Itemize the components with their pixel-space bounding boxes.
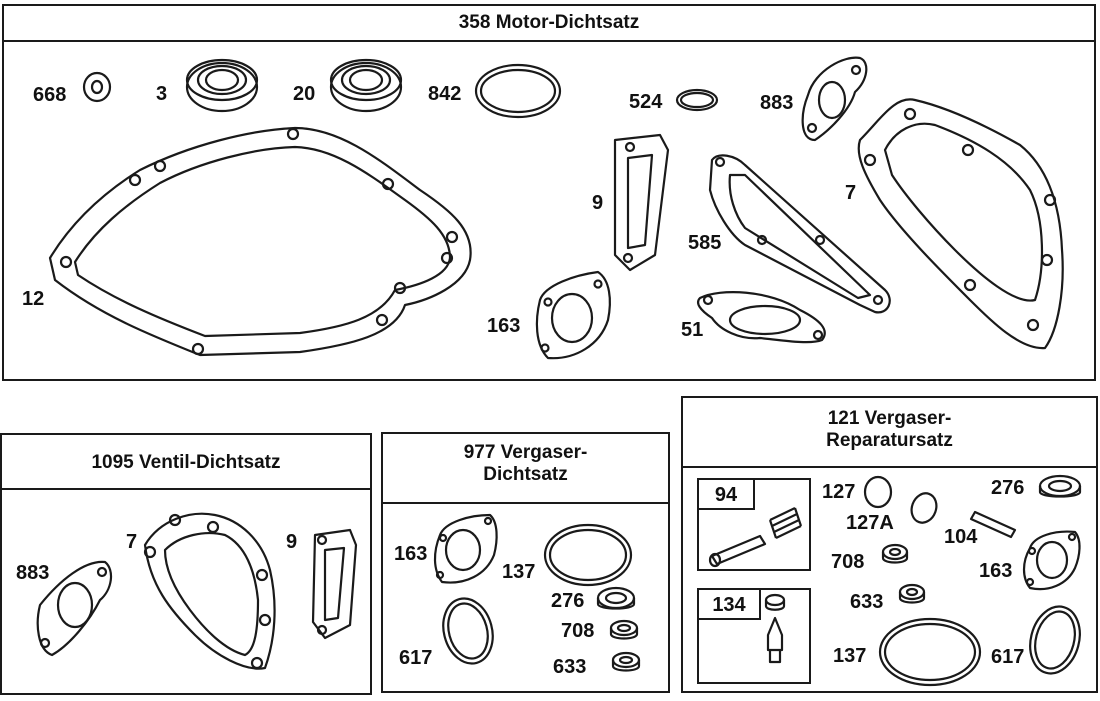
- subkit-134: 134: [697, 588, 811, 684]
- panel-title-line2: Dichtsatz: [483, 464, 568, 485]
- panel-motor-dichtsatz: 358 Motor-Dichtsatz: [2, 4, 1096, 381]
- part-label: 633: [850, 591, 884, 613]
- panel-title: 358 Motor-Dichtsatz: [4, 6, 1094, 42]
- part-label: 137: [502, 561, 536, 583]
- panel-title-line2: Reparatursatz: [826, 430, 953, 451]
- part-label: 7: [126, 531, 138, 553]
- panel-title: 977 Vergaser- Dichtsatz: [383, 434, 668, 504]
- part-label: 668: [33, 84, 67, 106]
- part-label: 9: [592, 192, 604, 214]
- part-label: 585: [688, 232, 722, 254]
- part-label: 9: [286, 531, 298, 553]
- part-label: 883: [16, 562, 50, 584]
- subkit-94: 94: [697, 478, 811, 571]
- panel-title-line1: 977 Vergaser-: [463, 442, 588, 463]
- part-label: 127A: [846, 512, 894, 534]
- part-label: 276: [551, 590, 585, 612]
- part-label: 633: [553, 656, 587, 678]
- panel-title: 121 Vergaser- Reparatursatz: [683, 398, 1096, 468]
- part-label: 7: [845, 182, 857, 204]
- part-label: 137: [833, 645, 867, 667]
- part-label: 12: [22, 288, 45, 310]
- part-label: 127: [822, 481, 856, 503]
- part-label: 51: [681, 319, 704, 341]
- part-label: 708: [831, 551, 865, 573]
- part-label: 276: [991, 477, 1025, 499]
- panel-title-line1: 121 Vergaser-: [827, 408, 952, 429]
- part-label: 524: [629, 91, 663, 113]
- part-label: 20: [293, 83, 316, 105]
- part-label: 104: [944, 526, 978, 548]
- part-label: 617: [991, 646, 1025, 668]
- panel-title: 1095 Ventil-Dichtsatz: [2, 435, 370, 490]
- subkit-label: 94: [699, 480, 755, 510]
- part-label: 883: [760, 92, 794, 114]
- panel-ventil-dichtsatz: 1095 Ventil-Dichtsatz: [0, 433, 372, 695]
- part-label: 163: [979, 560, 1013, 582]
- part-label: 163: [394, 543, 428, 565]
- part-label: 708: [561, 620, 595, 642]
- part-label: 617: [399, 647, 433, 669]
- part-label: 3: [156, 83, 168, 105]
- subkit-label: 134: [699, 590, 761, 620]
- part-label: 842: [428, 83, 462, 105]
- part-label: 163: [487, 315, 521, 337]
